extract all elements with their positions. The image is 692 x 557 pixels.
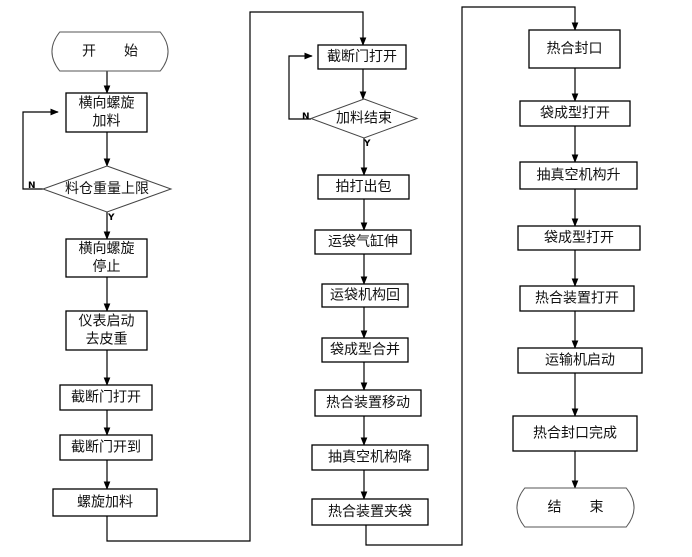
node-label: 拍打出包 xyxy=(336,178,392,195)
branch-no-label-2: N xyxy=(302,112,310,122)
connector-arrow xyxy=(288,52,313,120)
node-label: 热合装置打开 xyxy=(535,290,619,307)
node-label: 横向螺旋 xyxy=(79,241,135,257)
screw-feed-step: 螺旋加料 xyxy=(52,488,158,517)
process-box xyxy=(59,434,153,461)
node-label: 热合装置移动 xyxy=(326,395,410,411)
node-label: 抽真空机构降 xyxy=(328,450,412,466)
pat-out-bag-step: 拍打出包 xyxy=(317,174,410,200)
process-box xyxy=(512,415,638,452)
node-label: 仪表启动 xyxy=(79,314,135,330)
bin-limit-decision: 料仓重量上限 xyxy=(41,165,173,213)
process-box xyxy=(317,44,407,70)
bag-forming-open-step-2: 袋成型打开 xyxy=(517,225,641,251)
process-box xyxy=(311,444,429,471)
process-box xyxy=(52,488,158,517)
process-box xyxy=(528,29,621,69)
heat-seal-done-step: 热合封口完成 xyxy=(512,415,638,452)
process-box xyxy=(519,161,638,190)
node-label: 停止 xyxy=(93,258,121,275)
node-label: 截断门开到 xyxy=(71,440,141,456)
node-label: 螺旋加料 xyxy=(77,495,133,511)
decision-diamond xyxy=(309,98,419,139)
connector-arrow xyxy=(22,108,59,190)
terminal-shape xyxy=(516,487,635,528)
process-box xyxy=(311,498,429,526)
node-label: 运袋机构回 xyxy=(330,288,400,304)
process-box xyxy=(65,238,148,278)
process-box xyxy=(321,337,409,363)
node-label: 加料 xyxy=(93,114,121,130)
process-box xyxy=(517,347,643,374)
process-box xyxy=(321,283,409,308)
process-box xyxy=(317,174,410,200)
heat-seal-open-step: 热合装置打开 xyxy=(519,285,635,312)
heat-seal-move-step: 热合装置移动 xyxy=(314,389,422,417)
node-label: 热合封口完成 xyxy=(533,426,617,442)
node-label: 开 始 xyxy=(82,44,138,60)
node-label: 结 束 xyxy=(548,500,604,516)
conveyor-start-step: 运输机启动 xyxy=(517,347,643,374)
node-label: 运输机启动 xyxy=(545,353,615,369)
node-label: 热合装置夹袋 xyxy=(328,504,412,520)
node-label: 运袋气缸伸 xyxy=(328,233,398,250)
bag-mechanism-return-step: 运袋机构回 xyxy=(321,283,409,308)
feed-end-decision: 加料结束 xyxy=(309,98,419,139)
node-label: 截断门打开 xyxy=(327,48,397,65)
connector-arrow xyxy=(365,6,579,546)
process-box xyxy=(517,225,641,251)
vacuum-lower-step: 抽真空机构降 xyxy=(311,444,429,471)
terminal-shape xyxy=(51,31,169,72)
connector-arrow xyxy=(106,11,367,542)
heat-seal-clamp-step: 热合装置夹袋 xyxy=(311,498,429,526)
node-label: 加料结束 xyxy=(336,111,392,127)
process-box xyxy=(314,389,422,417)
gate-open-step-2: 截断门打开 xyxy=(317,44,407,70)
node-label: 去皮重 xyxy=(86,332,128,348)
process-box xyxy=(59,384,153,411)
start-terminal: 开 始 xyxy=(51,31,169,72)
branch-yes-label-1: Y xyxy=(107,213,115,223)
heat-seal-step: 热合封口 xyxy=(528,29,621,69)
node-label: 袋成型打开 xyxy=(540,105,610,122)
vacuum-raise-step: 抽真空机构升 xyxy=(519,161,638,190)
bag-forming-open-step-1: 袋成型打开 xyxy=(519,100,631,127)
node-label: 抽真空机构升 xyxy=(537,168,621,184)
branch-no-label-1: N xyxy=(28,181,36,191)
bag-cylinder-extend-step: 运袋气缸伸 xyxy=(314,229,412,255)
bag-forming-merge-step: 袋成型合并 xyxy=(321,337,409,363)
end-terminal: 结 束 xyxy=(516,487,635,528)
decision-diamond xyxy=(41,165,173,213)
process-box xyxy=(65,310,148,351)
node-label: 截断门打开 xyxy=(71,389,141,406)
node-label: 袋成型合并 xyxy=(330,342,400,358)
process-box xyxy=(519,100,631,127)
gate-open-reached-step: 截断门开到 xyxy=(59,434,153,461)
node-label: 袋成型打开 xyxy=(544,229,614,246)
branch-yes-label-2: Y xyxy=(363,139,371,149)
process-box xyxy=(519,285,635,312)
node-label: 横向螺旋 xyxy=(79,96,135,112)
process-box xyxy=(314,229,412,255)
gate-open-step: 截断门打开 xyxy=(59,384,153,411)
process-box xyxy=(65,92,148,133)
node-label: 料仓重量上限 xyxy=(65,181,149,197)
node-label: 热合封口 xyxy=(547,41,603,57)
